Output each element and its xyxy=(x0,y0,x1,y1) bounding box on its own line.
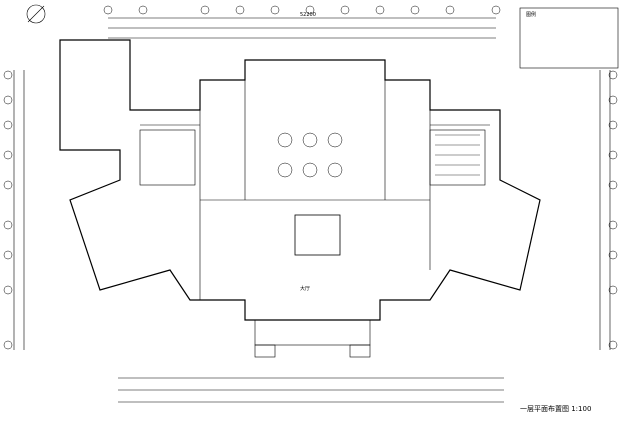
legend-title: 图例 xyxy=(526,11,536,18)
room-label-hall: 大厅 xyxy=(300,285,310,292)
total-dimension: 52200 xyxy=(300,12,316,18)
drawing-title: 一层平面布置图 1:100 xyxy=(520,405,592,413)
